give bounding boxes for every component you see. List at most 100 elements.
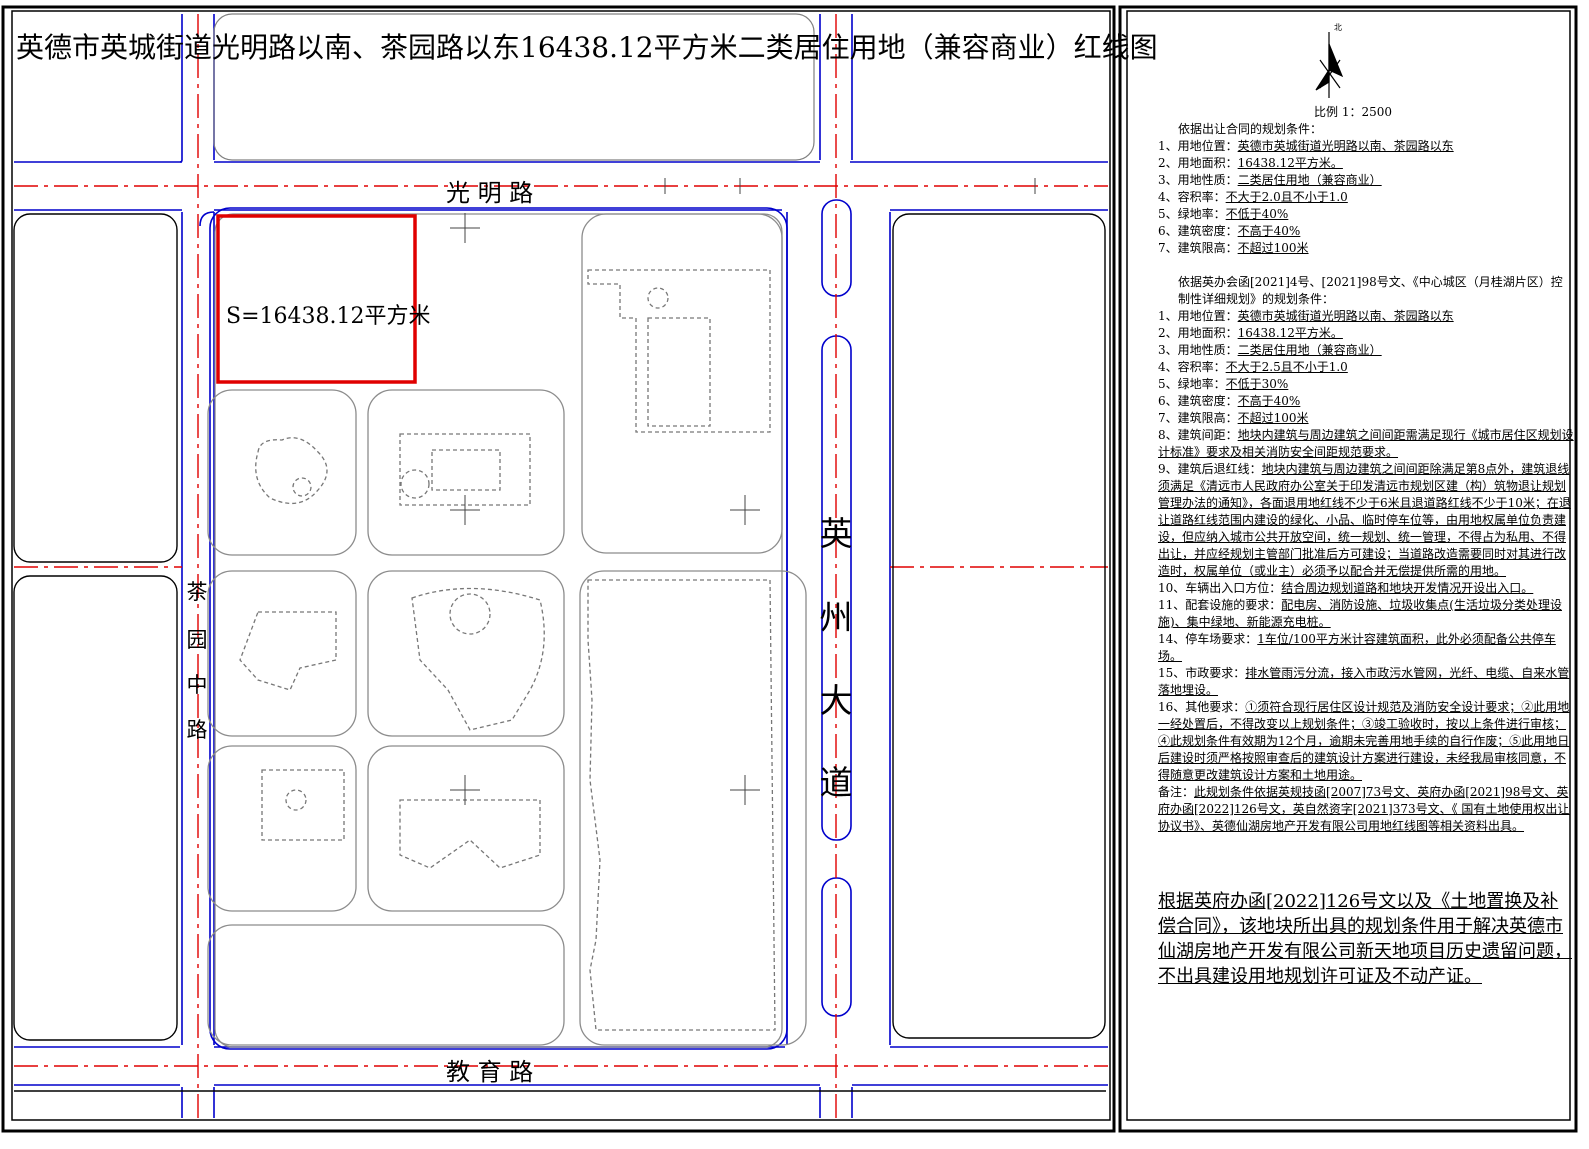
condition-value: 16438.12平方米。 [1237,326,1343,340]
map-frame-outer [1,5,1116,1133]
condition-label: 14、停车场要求： [1158,632,1258,646]
condition-item: 备注：此规划条件依据英规技函[2007]73号文、英府办函[2021]98号文、… [1158,784,1574,835]
road-label-east-char: 州 [819,598,853,637]
survey-marks [450,178,1036,805]
road-label-west-char: 茶 [186,580,208,604]
road-label-north: 光 明 路 [446,179,534,207]
red-line-parcel [216,214,417,384]
site-area-label: S=16438.12平方米 [226,304,431,329]
condition-value: 16438.12平方米。 [1237,156,1343,170]
condition-value: 此规划条件依据英规技函[2007]73号文、英府办函[2021]98号文、英府办… [1158,785,1570,833]
condition-label: 2、用地面积： [1158,326,1238,340]
condition-label: 8、建筑间距： [1158,428,1238,442]
condition-item: 14、停车场要求：1车位/100平方米计容建筑面积，此外必须配备公共停车场。 [1158,631,1574,665]
condition-label: 5、绿地率： [1158,377,1226,391]
condition-value: 不大于2.5且不小于1.0 [1225,360,1348,374]
condition-value: 英德市英城街道光明路以南、茶园路以东 [1237,139,1454,153]
scale-label: 比例 1：2500 [1314,105,1392,119]
condition-value: 地块内建筑与周边建筑之间间距除满足第8点外，建筑退线须满足《清远市人民政府办公室… [1158,462,1571,578]
road-edges [14,14,1108,1118]
condition-label: 3、用地性质： [1158,343,1238,357]
road-label-east-char: 大 [819,681,853,720]
condition-label: 6、建筑密度： [1158,224,1238,238]
condition-label: 4、容积率： [1158,360,1226,374]
condition-value: 二类居住用地（兼容商业） [1237,343,1382,357]
condition-value: 结合周边规划道路和地块开发情况开设出入口。 [1281,581,1534,595]
condition-value: 地块内建筑与周边建筑之间间距需满足现行《城市居住区规划设计标准》要求及相关消防安… [1158,428,1574,459]
condition-value: 不高于40% [1237,224,1301,238]
condition-item: 9、建筑后退红线：地块内建筑与周边建筑之间间距除满足第8点外，建筑退线须满足《清… [1158,461,1574,580]
condition-item: 7、建筑限高：不超过100米 [1158,240,1574,257]
condition-label: 10、车辆出入口方位： [1158,581,1282,595]
condition-label: 11、配套设施的要求： [1158,598,1282,612]
road-centerlines [14,14,1108,1118]
condition-value: 配电房、消防设施、垃圾收集点(生活垃圾分类处理设施)、集中绿地、新能源充电桩。 [1158,598,1562,629]
condition-item: 7、建筑限高：不超过100米 [1158,410,1574,427]
page-title: 英德市英城街道光明路以南、茶园路以东16438.12平方米二类居住用地（兼容商业… [16,31,1158,64]
building-footprints [239,269,776,1031]
condition-value: 不大于2.0且不小于1.0 [1225,190,1348,204]
internal-plots [207,213,807,1048]
condition-item: 4、容积率：不大于2.5且不小于1.0 [1158,359,1574,376]
road-label-west-char: 中 [186,673,208,697]
condition-item: 2、用地面积：16438.12平方米。 [1158,155,1574,172]
north-arrow-icon [1315,32,1344,98]
condition-label: 4、容积率： [1158,190,1226,204]
condition-item: 10、车辆出入口方位：结合周边规划道路和地块开发情况开设出入口。 [1158,580,1574,597]
condition-value: 不超过100米 [1237,411,1309,425]
condition-label: 1、用地位置： [1158,309,1238,323]
condition-value: 二类居住用地（兼容商业） [1237,173,1382,187]
condition-item: 11、配套设施的要求：配电房、消防设施、垃圾收集点(生活垃圾分类处理设施)、集中… [1158,597,1574,631]
condition-item: 15、市政要求：排水管雨污分流，接入市政污水管网，光纤、电缆、自来水管落地埋设。 [1158,665,1574,699]
north-label: 北 [1334,23,1342,32]
condition-item: 8、建筑间距：地块内建筑与周边建筑之间间距需满足现行《城市居住区规划设计标准》要… [1158,427,1574,461]
road-label-south: 教 育 路 [446,1058,534,1086]
condition-label: 7、建筑限高： [1158,241,1238,255]
condition-item: 5、绿地率：不低于30% [1158,376,1574,393]
condition-item: 3、用地性质：二类居住用地（兼容商业） [1158,172,1574,189]
final-note: 根据英府办函[2022]126号文以及《土地置换及补偿合同》，该地块所出具的规划… [1158,891,1572,987]
legend-frame-outer [1118,5,1578,1133]
condition-label: 16、其他要求： [1158,700,1246,714]
legend-frame-inner [1126,10,1571,1121]
condition-label: 6、建筑密度： [1158,394,1238,408]
road-label-west-char: 路 [186,718,208,742]
condition-item: 6、建筑密度：不高于40% [1158,223,1574,240]
condition-value: 排水管雨污分流，接入市政污水管网，光纤、电缆、自来水管落地埋设。 [1158,666,1570,697]
condition-item: 6、建筑密度：不高于40% [1158,393,1574,410]
conditions-b-heading: 依据英办会函[2021]4号、[2021]98号文、《中心城区（月桂湖片区）控制… [1178,275,1563,306]
condition-value: 英德市英城街道光明路以南、茶园路以东 [1237,309,1454,323]
road-label-east-char: 英 [819,514,853,553]
condition-value: 不低于30% [1225,377,1289,391]
neighbour-blocks [13,213,1106,1092]
condition-value: 不低于40% [1225,207,1289,221]
condition-value: ①须符合现行居住区设计规范及消防安全设计要求；②此用地一经处置后，不得改变以上规… [1158,700,1570,782]
condition-label: 3、用地性质： [1158,173,1238,187]
condition-item: 1、用地位置：英德市英城街道光明路以南、茶园路以东 [1158,138,1574,155]
condition-label: 5、绿地率： [1158,207,1226,221]
condition-item: 16、其他要求：①须符合现行居住区设计规范及消防安全设计要求；②此用地一经处置后… [1158,699,1574,784]
condition-label: 9、建筑后退红线： [1158,462,1262,476]
condition-item: 1、用地位置：英德市英城街道光明路以南、茶园路以东 [1158,308,1574,325]
condition-label: 备注： [1158,785,1195,799]
road-label-east-char: 道 [819,763,853,802]
conditions-a-heading: 依据出让合同的规划条件： [1178,122,1323,136]
condition-value: 1车位/100平方米计容建筑面积，此外必须配备公共停车场。 [1158,632,1556,663]
condition-item: 4、容积率：不大于2.0且不小于1.0 [1158,189,1574,206]
condition-value: 不超过100米 [1237,241,1309,255]
road-label-west-char: 园 [186,628,208,652]
condition-item: 5、绿地率：不低于40% [1158,206,1574,223]
condition-label: 1、用地位置： [1158,139,1238,153]
condition-label: 2、用地面积： [1158,156,1238,170]
condition-item: 3、用地性质：二类居住用地（兼容商业） [1158,342,1574,359]
condition-value: 不高于40% [1237,394,1301,408]
map-frame-inner [11,10,1111,1121]
north-block [213,13,815,161]
condition-item: 2、用地面积：16438.12平方米。 [1158,325,1574,342]
condition-label: 7、建筑限高： [1158,411,1238,425]
condition-label: 15、市政要求： [1158,666,1246,680]
